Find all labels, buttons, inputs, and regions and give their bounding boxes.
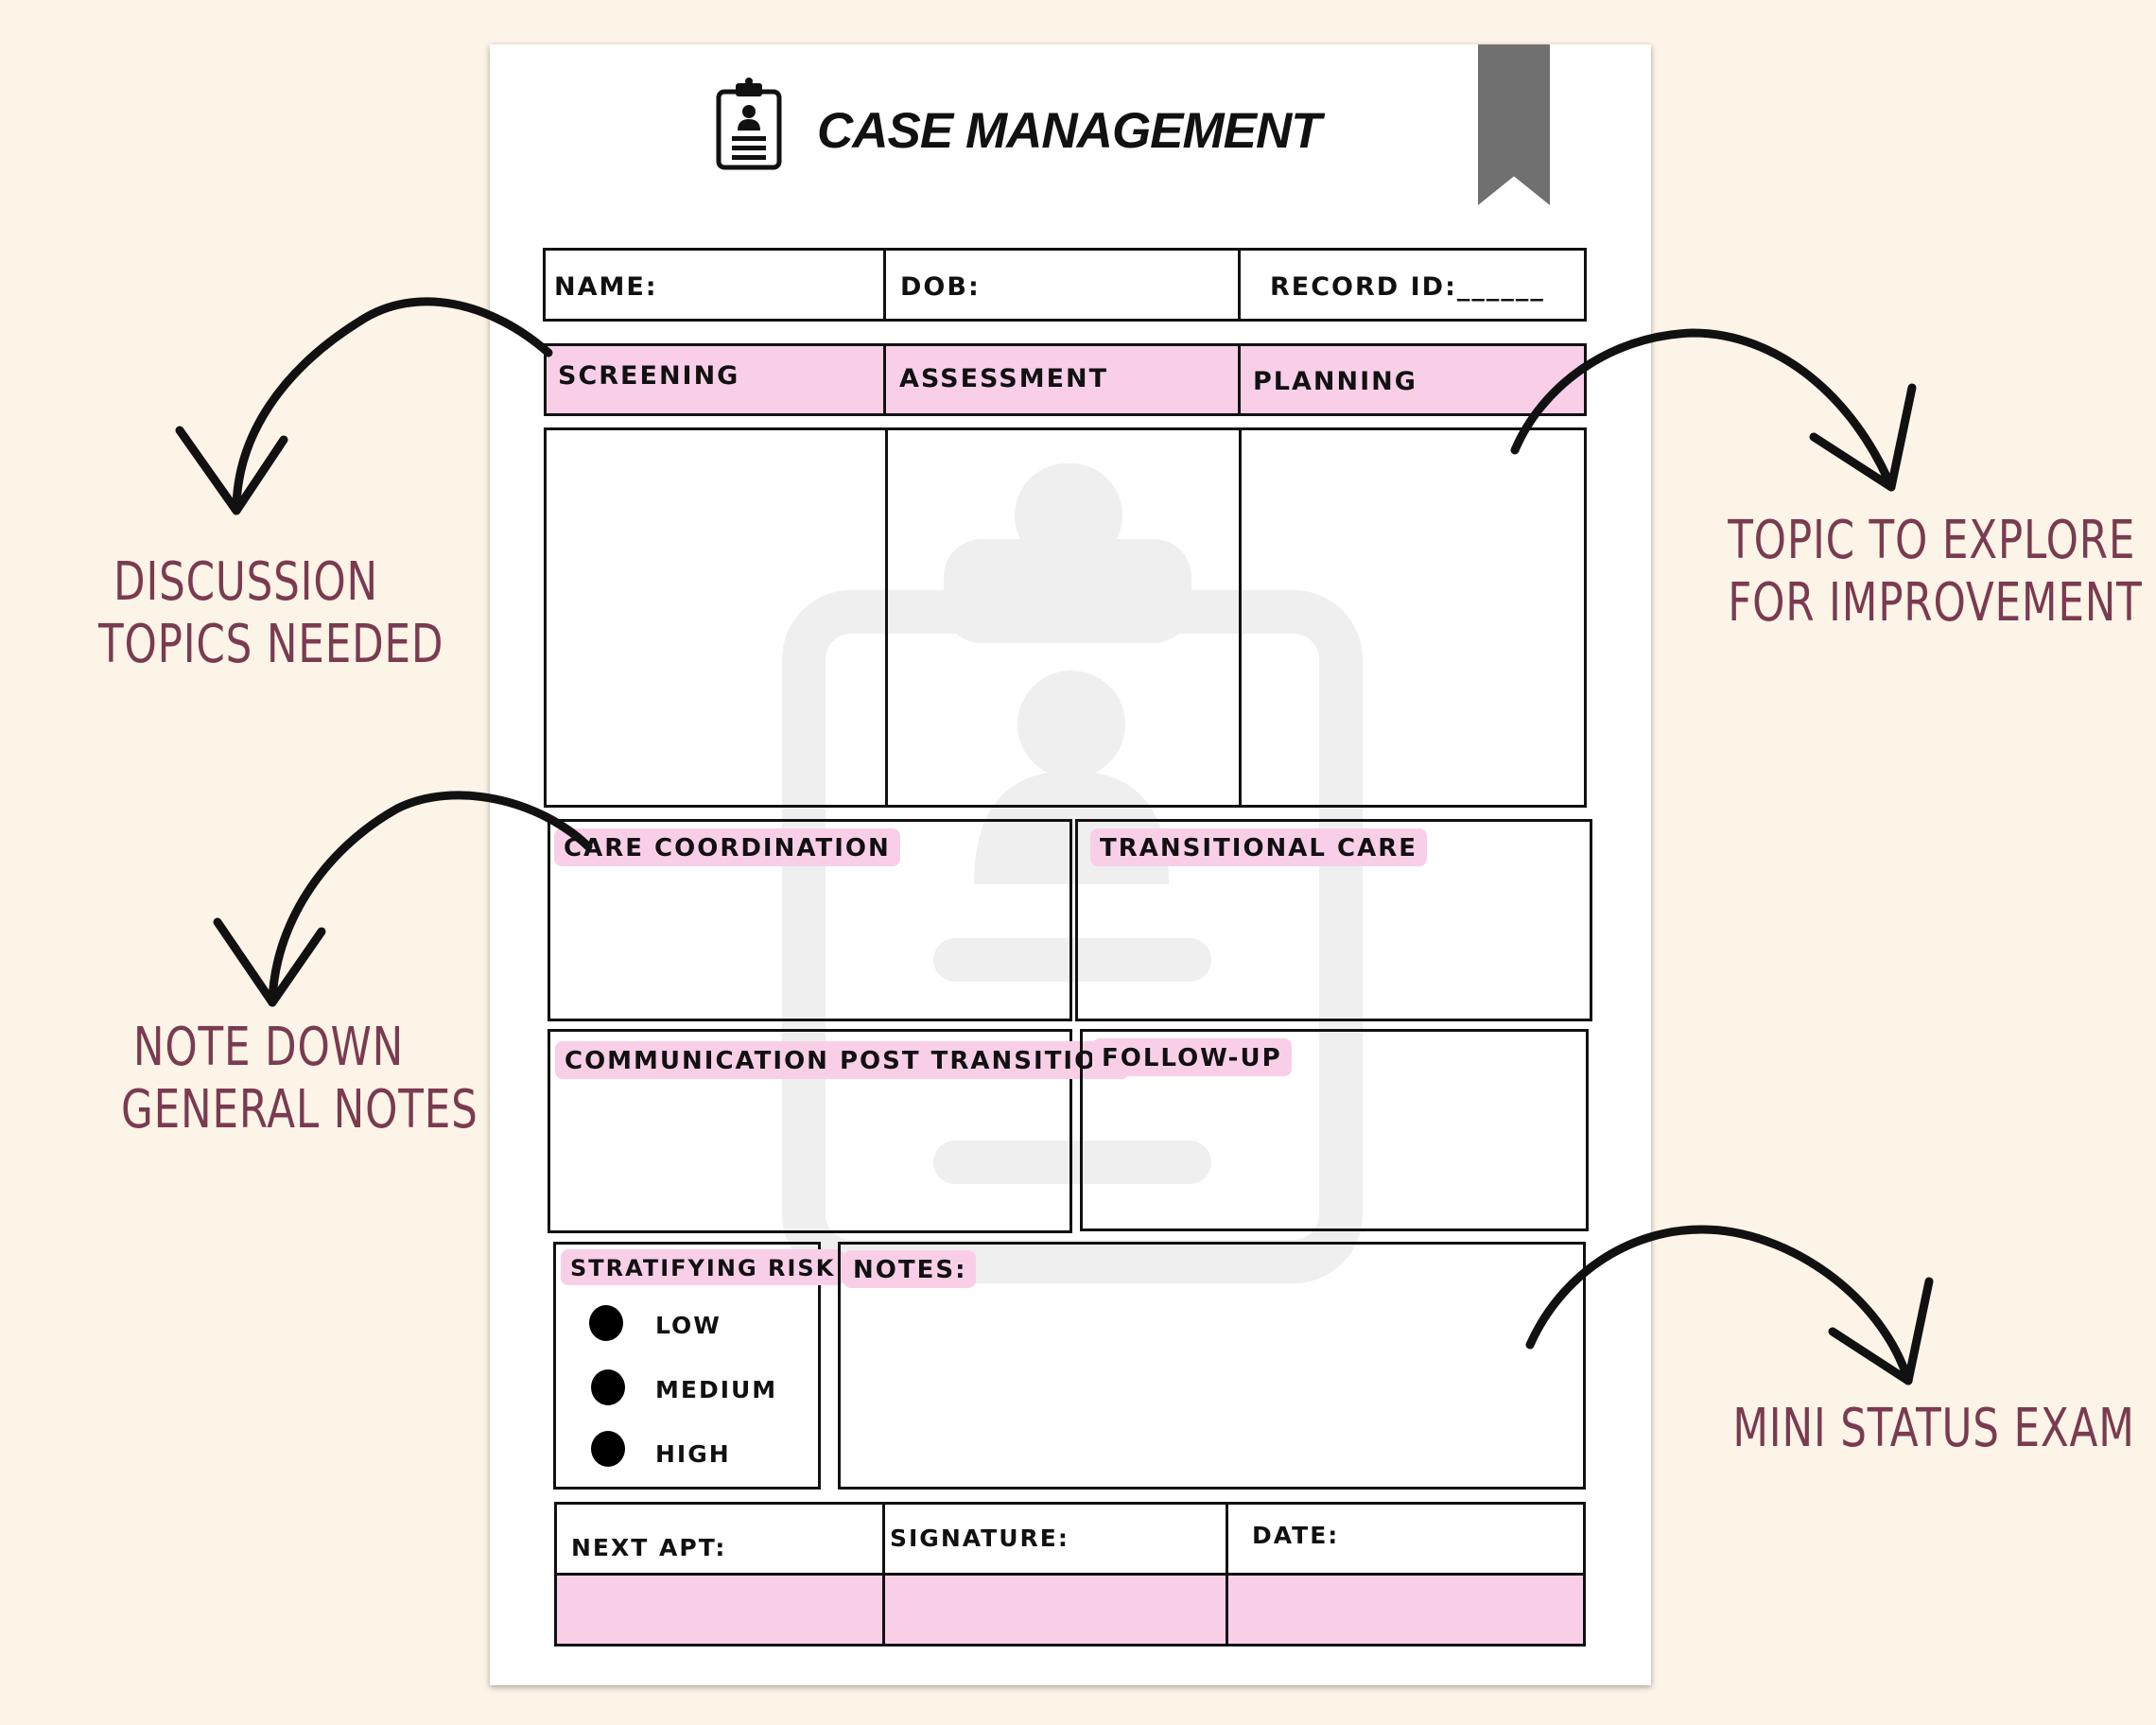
arrowhead-mini-status <box>1828 1277 1934 1385</box>
footer-pink-row <box>557 1575 1583 1644</box>
risk-low-radio[interactable] <box>589 1305 623 1341</box>
risk-high-radio[interactable] <box>591 1431 625 1467</box>
signature-field[interactable]: SIGNATURE: <box>890 1525 1069 1552</box>
date-field[interactable]: DATE: <box>1252 1522 1340 1549</box>
page-title: CASE MANAGEMENT <box>817 103 1322 159</box>
risk-medium-label: MEDIUM <box>655 1376 778 1403</box>
annotation-general-notes: NOTE DOWN GENERAL NOTES <box>121 1017 478 1141</box>
annotation-mini-status: MINI STATUS EXAM <box>1732 1398 2135 1459</box>
communication-box[interactable] <box>548 1029 1072 1233</box>
screening-label: SCREENING <box>558 361 740 391</box>
arrowhead-topic-explore <box>1809 383 1917 492</box>
assessment-label: ASSESSMENT <box>899 364 1109 393</box>
next-apt-field[interactable]: NEXT APT: <box>571 1534 727 1561</box>
clipboard-person-icon <box>716 78 782 170</box>
follow-up-box[interactable] <box>1080 1029 1589 1231</box>
risk-high-label: HIGH <box>655 1440 731 1468</box>
annotation-topic-explore: TOPIC TO EXPLORE FOR IMPROVEMENT <box>1728 510 2143 634</box>
name-field[interactable]: NAME: <box>554 272 658 302</box>
planning-label: PLANNING <box>1253 367 1417 396</box>
stratifying-risk-label: STRATIFYING RISK <box>561 1249 845 1285</box>
stratifying-risk-box <box>553 1242 821 1490</box>
phases-header-row <box>544 343 1587 416</box>
follow-up-label: FOLLOW-UP <box>1092 1038 1292 1076</box>
arrowhead-discussion <box>175 426 288 515</box>
arrowhead-general-notes <box>213 917 326 1007</box>
transitional-care-label: TRANSITIONAL CARE <box>1090 828 1428 866</box>
risk-medium-radio[interactable] <box>591 1369 625 1405</box>
transitional-care-box[interactable] <box>1075 819 1592 1021</box>
header-fields-row <box>543 248 1587 322</box>
risk-low-label: LOW <box>655 1312 722 1339</box>
care-coordination-label: CARE COORDINATION <box>554 828 900 866</box>
phases-writing-area[interactable] <box>544 427 1587 808</box>
record-id-field[interactable]: RECORD ID:______ <box>1270 272 1545 302</box>
dob-field[interactable]: DOB: <box>900 272 981 302</box>
communication-label: COMMUNICATION POST TRANSITION <box>555 1041 1129 1079</box>
annotation-discussion: DISCUSSION TOPICS NEEDED <box>98 551 444 675</box>
notes-label: NOTES: <box>843 1250 977 1288</box>
